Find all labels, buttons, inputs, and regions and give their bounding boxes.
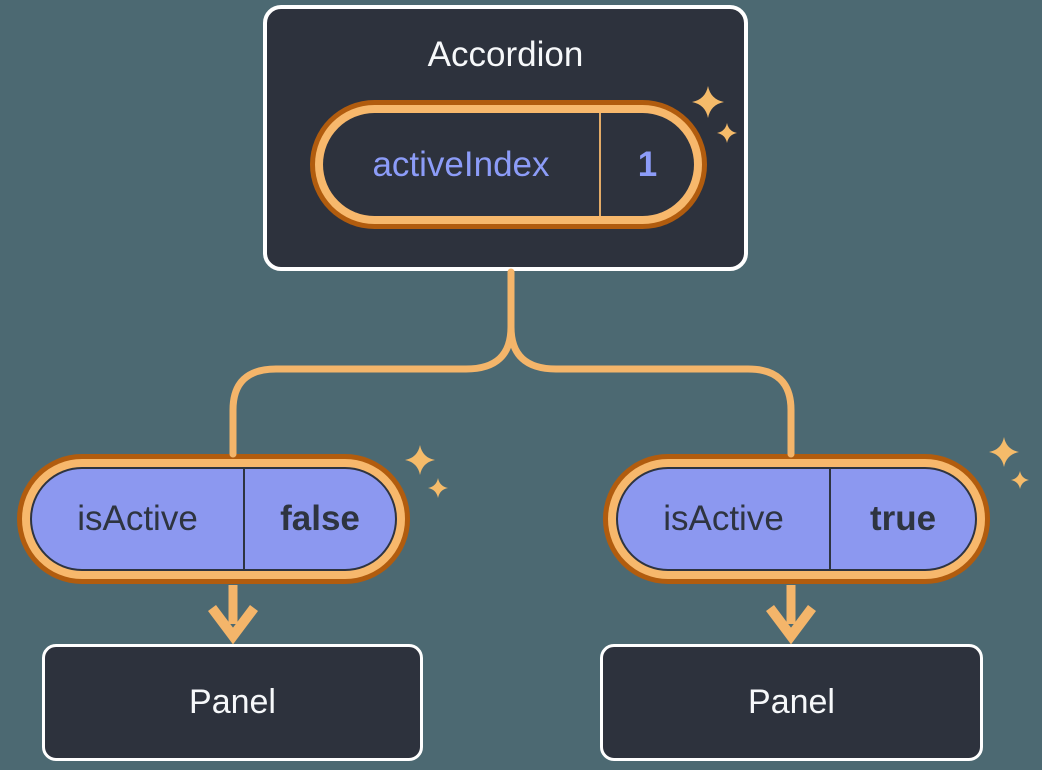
arrow-down-icon: [208, 585, 258, 645]
pill-divider: [243, 469, 245, 569]
arrow-down-icon: [766, 585, 816, 645]
state-name: activeIndex: [372, 144, 550, 184]
prop-value: false: [280, 499, 360, 538]
prop-pill-right-body: isActive true: [616, 467, 977, 571]
prop-pill-left-ring: isActive false: [22, 459, 405, 579]
state-pill-body: activeIndex 1: [323, 113, 694, 216]
connector-branch-right: [507, 323, 795, 458]
state-pill: activeIndex 1: [310, 100, 707, 229]
panel-box-left: Panel: [42, 644, 423, 761]
panel-label: Panel: [189, 683, 276, 721]
prop-value: true: [869, 499, 937, 538]
prop-pill-left-body: isActive false: [30, 467, 397, 571]
prop-pill-right: isActive true: [603, 454, 990, 584]
panel-box-right: Panel: [600, 644, 983, 761]
sparkles-icon: [989, 437, 1029, 489]
tree-connector-lines: [229, 268, 795, 458]
accordion-component-box: Accordion activeIndex 1: [263, 5, 748, 271]
panel-label: Panel: [748, 683, 835, 721]
prop-pill-right-ring: isActive true: [608, 459, 985, 579]
prop-pill-left: isActive false: [17, 454, 410, 584]
prop-name: isActive: [77, 499, 198, 538]
pill-divider: [829, 469, 831, 569]
state-pill-ring: activeIndex 1: [315, 105, 702, 224]
pill-divider: [599, 113, 601, 216]
prop-name: isActive: [663, 499, 784, 538]
connector-branch-left: [229, 323, 515, 458]
sparkles-icon: [405, 445, 448, 498]
component-title: Accordion: [427, 35, 584, 74]
state-value: 1: [637, 144, 658, 184]
